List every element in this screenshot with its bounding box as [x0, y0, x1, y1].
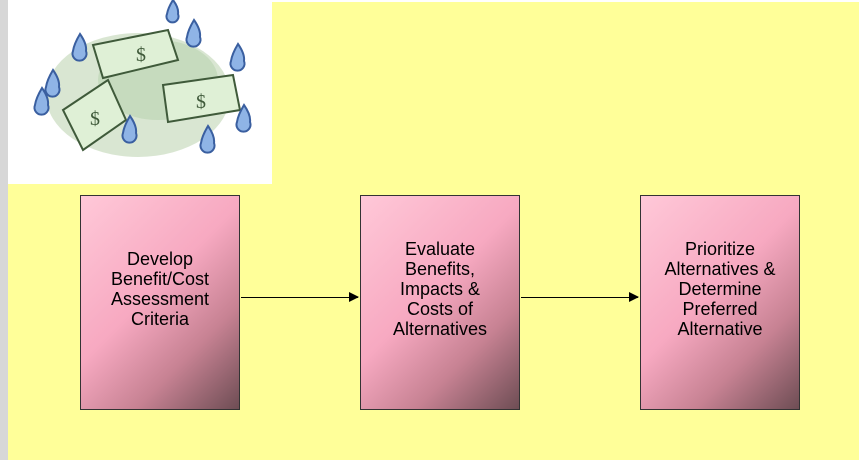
step-box-evaluate-alternatives: Evaluate Benefits, Impacts & Costs of Al… [360, 195, 520, 410]
svg-text:$: $ [136, 44, 146, 66]
svg-text:$: $ [196, 91, 206, 113]
clipart-image: $ $ $ [8, 0, 272, 184]
flow-arrow-1 [241, 292, 359, 302]
step-box-develop-criteria: Develop Benefit/Cost Assessment Criteria [80, 195, 240, 410]
raining-money-icon: $ $ $ [33, 0, 252, 157]
flow-arrow-2 [521, 292, 639, 302]
step-label: Develop Benefit/Cost Assessment Criteria [110, 248, 210, 329]
slide-edge [0, 0, 8, 460]
svg-text:$: $ [90, 108, 100, 130]
step-label: Evaluate Benefits, Impacts & Costs of Al… [392, 238, 488, 339]
step-label: Prioritize Alternatives & Determine Pref… [664, 238, 776, 339]
step-box-prioritize-alternatives: Prioritize Alternatives & Determine Pref… [640, 195, 800, 410]
